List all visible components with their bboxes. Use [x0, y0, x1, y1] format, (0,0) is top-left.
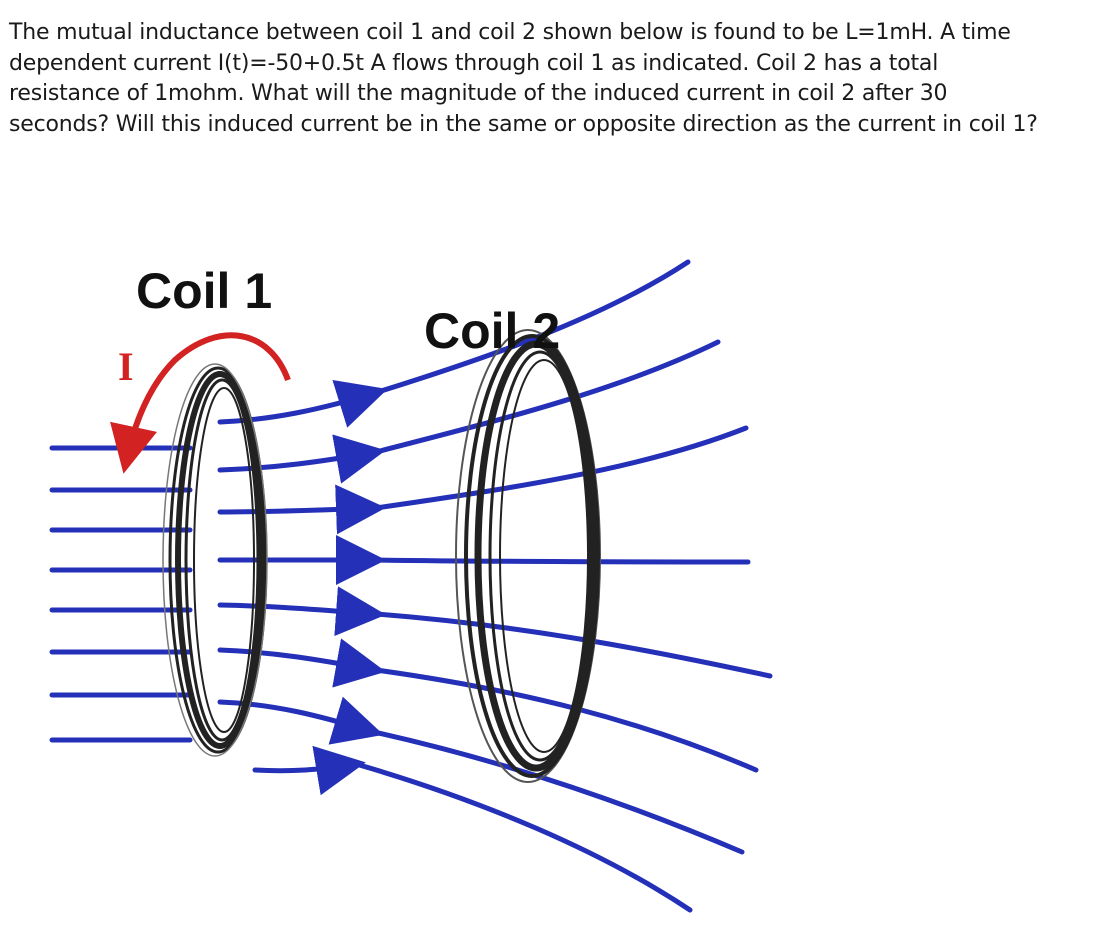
- field-line: [373, 557, 751, 565]
- field-line: [373, 339, 721, 455]
- field-line-arrow: [217, 638, 386, 688]
- field-line: [373, 667, 759, 773]
- field-lines-between-coils: [217, 379, 388, 796]
- field-line-arrow: [217, 434, 386, 484]
- coil-1: [162, 363, 268, 757]
- field-line: [373, 425, 749, 511]
- field-line-arrow: [217, 379, 388, 428]
- coil-1-label: Coil 1: [136, 263, 272, 319]
- question-text: The mutual inductance between coil 1 and…: [9, 20, 1038, 137]
- current-label: I: [118, 344, 134, 389]
- coil-2-label: Coil 2: [424, 303, 560, 359]
- field-line-arrow: [217, 484, 386, 535]
- field-line-arrow: [252, 745, 366, 796]
- field-line-arrow: [217, 586, 386, 637]
- field-line: [353, 761, 693, 913]
- field-line: [371, 729, 745, 855]
- field-line-arrow: [217, 696, 384, 745]
- field-line: [373, 611, 773, 679]
- current-direction-arrow: [110, 332, 291, 474]
- coil-2: [455, 329, 601, 783]
